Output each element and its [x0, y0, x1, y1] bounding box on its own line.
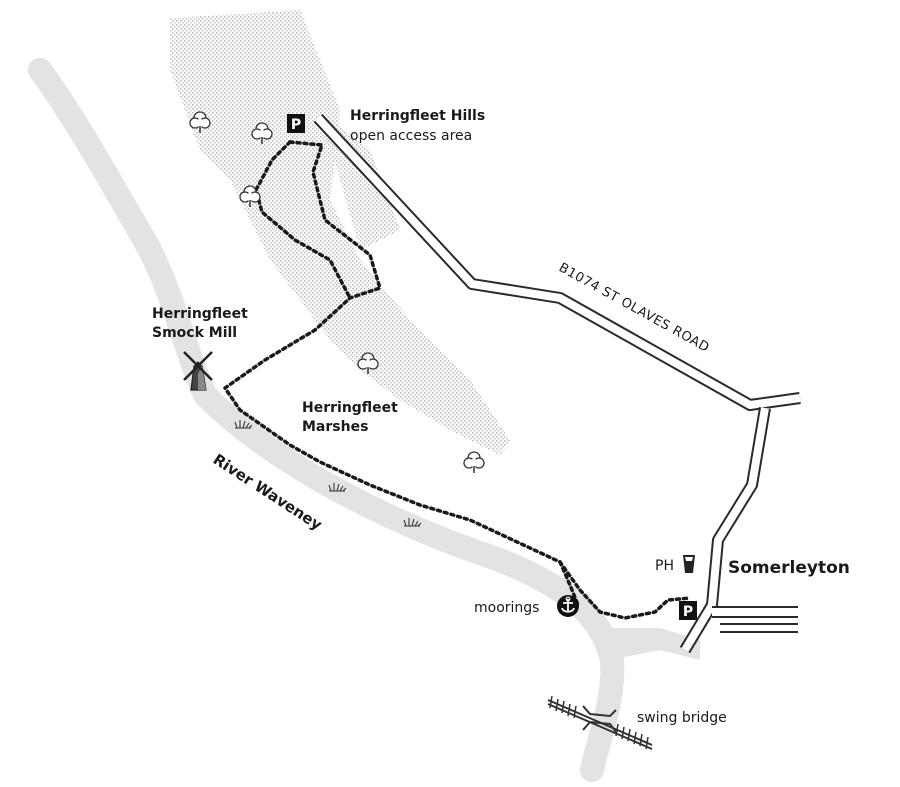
mill-name-line2: Smock Mill [152, 325, 237, 341]
tree-icon [463, 451, 485, 474]
windmill-icon [183, 351, 213, 391]
hills-subtitle-label: open access area [350, 128, 472, 144]
river-waveney [28, 58, 700, 782]
railway-line [547, 695, 653, 750]
road-somerleyton [679, 407, 798, 654]
moorings-label: moorings [474, 600, 539, 616]
road-b1074 [313, 113, 801, 411]
parking-icon: P [679, 601, 697, 620]
swing-bridge-label: swing bridge [637, 710, 727, 726]
mill-name-line1: Herringfleet [152, 306, 248, 322]
anchor-icon [557, 595, 579, 617]
pub-label: PH [655, 558, 674, 574]
village-name-label: Somerleyton [728, 558, 850, 578]
marshes-name-line2: Marshes [302, 419, 368, 435]
svg-text:P: P [291, 117, 301, 133]
hills-title-label: Herringfleet Hills [350, 108, 485, 124]
parking-icon: P [287, 114, 305, 133]
svg-text:P: P [683, 604, 693, 620]
pint-glass-icon [683, 555, 695, 573]
marshes-name-line1: Herringfleet [302, 400, 398, 416]
